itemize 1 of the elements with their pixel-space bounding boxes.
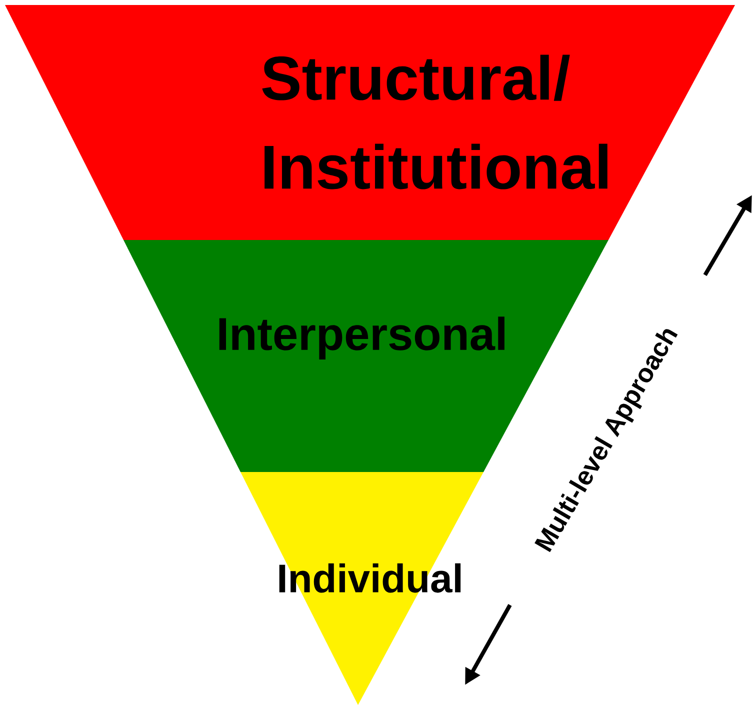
band: Structural/ Institutional [5,5,735,240]
